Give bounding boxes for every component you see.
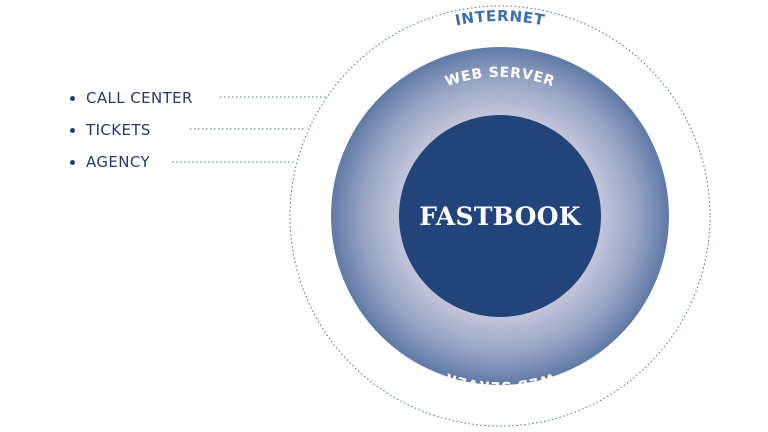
channel-label: CALL CENTER [86,89,193,107]
internet-ring [289,5,711,427]
channel-label: TICKETS [86,121,151,139]
channel-item-call-center: CALL CENTER [70,82,193,114]
internet-label: INTERNET [453,7,545,30]
channel-item-tickets: TICKETS [70,114,193,146]
bullet-dot [70,95,75,101]
channel-label: AGENCY [86,153,151,171]
fastbook-core [399,115,601,317]
fastbook-label: FASTBOOK [419,201,581,231]
channel-item-agency: AGENCY [70,146,193,178]
svg-text:INTERNET: INTERNET [453,7,546,30]
bullet-dot [70,159,75,165]
channel-list: CALL CENTER TICKETS AGENCY [70,82,193,178]
bullet-dot [70,127,75,133]
